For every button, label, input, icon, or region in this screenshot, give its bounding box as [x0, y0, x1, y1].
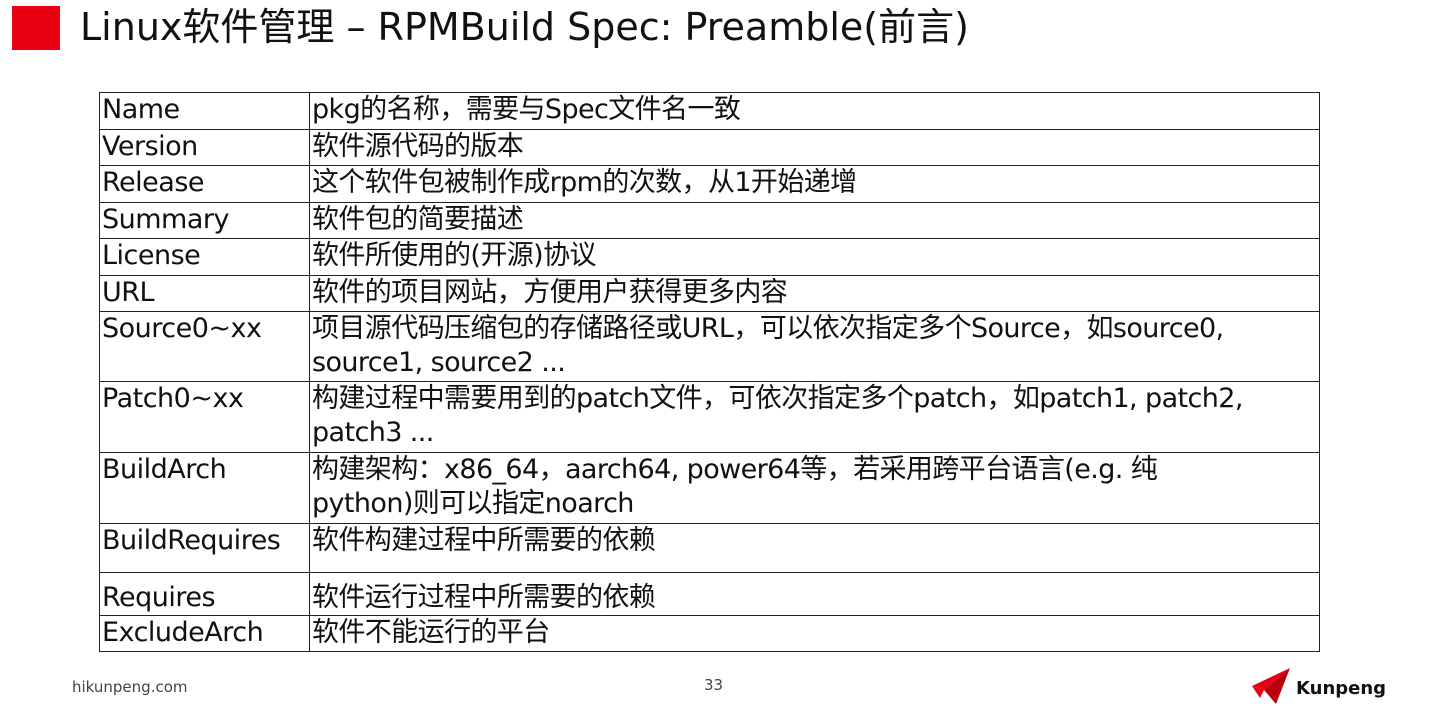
row-description: 软件构建过程中所需要的依赖: [309, 523, 1320, 573]
title-accent-square: [12, 6, 60, 50]
row-key: Requires: [99, 572, 310, 616]
row-key: Summary: [99, 202, 310, 239]
row-description: 项目源代码压缩包的存储路径或URL，可以依次指定多个Source，如source…: [309, 311, 1320, 382]
table-row: Version 软件源代码的版本: [99, 129, 1320, 166]
page-number: 33: [704, 676, 724, 694]
kunpeng-logo-icon: [1252, 668, 1290, 704]
table-row: BuildRequires 软件构建过程中所需要的依赖: [99, 523, 1320, 573]
row-description: 软件所使用的(开源)协议: [309, 238, 1320, 276]
table-row: URL 软件的项目网站，方便用户获得更多内容: [99, 275, 1320, 312]
row-key: Version: [99, 129, 310, 166]
row-description: 构建架构：x86_64，aarch64, power64等，若采用跨平台语言(e…: [309, 452, 1320, 524]
table-row: BuildArch 构建架构：x86_64，aarch64, power64等，…: [99, 452, 1320, 524]
logo-text: Kunpeng: [1296, 678, 1387, 699]
table-row: Requires 软件运行过程中所需要的依赖: [99, 572, 1320, 616]
row-description: 这个软件包被制作成rpm的次数，从1开始递增: [309, 165, 1320, 203]
row-description: 构建过程中需要用到的patch文件，可依次指定多个patch，如patch1, …: [309, 381, 1320, 453]
table-row: ExcludeArch 软件不能运行的平台: [99, 615, 1320, 652]
preamble-table: Name pkg的名称，需要与Spec文件名一致 Version 软件源代码的版…: [99, 92, 1320, 652]
row-description: 软件运行过程中所需要的依赖: [309, 572, 1320, 616]
page-title: Linux软件管理 – RPMBuild Spec: Preamble(前言): [80, 5, 969, 49]
row-description: 软件的项目网站，方便用户获得更多内容: [309, 275, 1320, 312]
table-row: License 软件所使用的(开源)协议: [99, 238, 1320, 276]
row-key: URL: [99, 275, 310, 312]
row-key: BuildRequires: [99, 523, 310, 573]
row-key: Release: [99, 165, 310, 203]
row-description: 软件包的简要描述: [309, 202, 1320, 239]
row-key: Name: [99, 92, 310, 130]
footer-site-url: hikunpeng.com: [72, 678, 188, 696]
row-key: Source0~xx: [99, 311, 310, 382]
row-key: Patch0~xx: [99, 381, 310, 453]
table-row: Release 这个软件包被制作成rpm的次数，从1开始递增: [99, 165, 1320, 203]
kunpeng-logo: Kunpeng: [1250, 664, 1386, 708]
table-row: Patch0~xx 构建过程中需要用到的patch文件，可依次指定多个patch…: [99, 381, 1320, 453]
row-description: 软件不能运行的平台: [309, 615, 1320, 652]
row-key: BuildArch: [99, 452, 310, 524]
row-description: 软件源代码的版本: [309, 129, 1320, 166]
table-row: Source0~xx 项目源代码压缩包的存储路径或URL，可以依次指定多个Sou…: [99, 311, 1320, 382]
row-key: ExcludeArch: [99, 615, 310, 652]
row-description: pkg的名称，需要与Spec文件名一致: [309, 92, 1320, 130]
row-key: License: [99, 238, 310, 276]
table-row: Name pkg的名称，需要与Spec文件名一致: [99, 92, 1320, 130]
table-row: Summary 软件包的简要描述: [99, 202, 1320, 239]
